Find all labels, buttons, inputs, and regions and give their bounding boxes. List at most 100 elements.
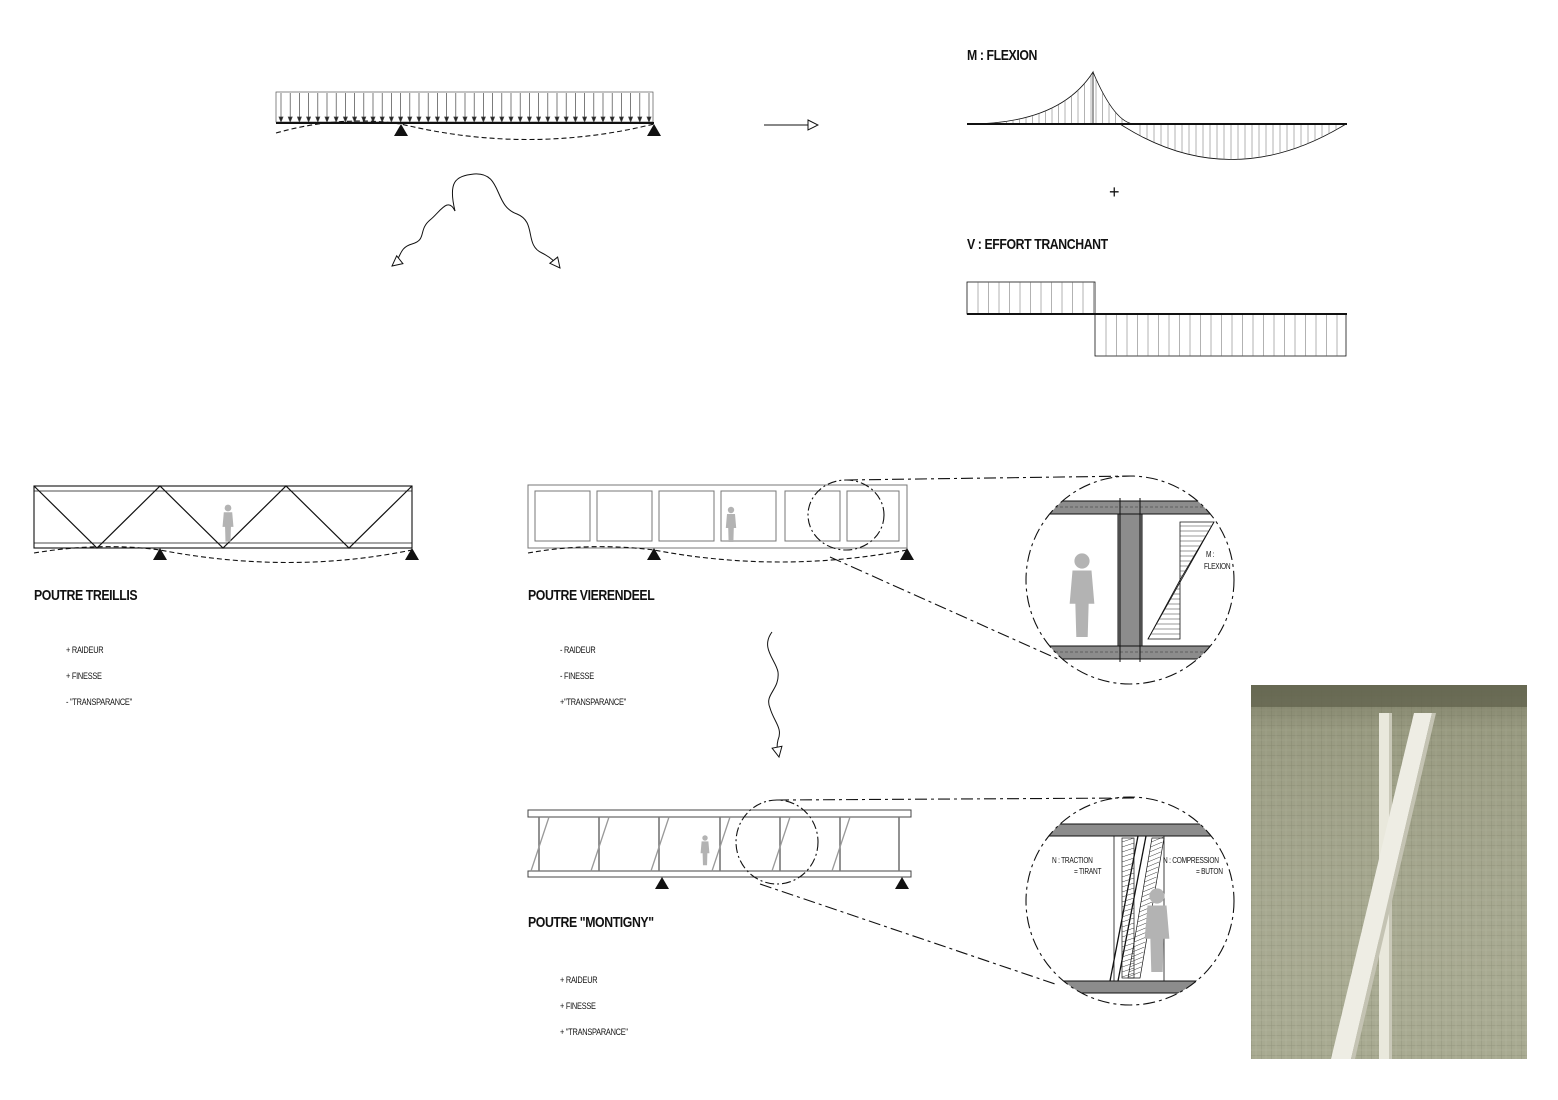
load-arrowhead (526, 116, 532, 123)
load-arrowhead (407, 116, 413, 123)
person-icon (725, 506, 737, 542)
vierendeel-detail-label: M : (1206, 550, 1215, 559)
compression-hatch (1129, 961, 1142, 968)
load-arrowhead (361, 116, 367, 123)
load-arrowhead (333, 116, 339, 123)
compression-hatch (1150, 841, 1163, 848)
compression-hatch (1134, 931, 1148, 938)
plus-sign: + (1109, 182, 1120, 202)
treillis-item: + RAIDEUR (66, 645, 104, 655)
montigny-beam (527, 799, 912, 889)
load-arrowhead (287, 116, 293, 123)
load-arrowhead (278, 116, 284, 123)
load-arrowhead (545, 116, 551, 123)
compression-hatch (1140, 901, 1153, 908)
person-icon (700, 835, 710, 866)
support-icon (394, 124, 408, 136)
vierendeel-title: POUTRE VIERENDEEL (528, 587, 655, 604)
tension-hatch (1121, 877, 1135, 883)
tension-hatch (1121, 837, 1135, 843)
montigny-title: POUTRE "MONTIGNY" (528, 914, 654, 931)
tension-label: = TIRANT (1074, 867, 1102, 876)
compression-label: = BUTON (1196, 867, 1223, 876)
tension-hatch (1121, 907, 1135, 913)
vierendeel-panel (720, 490, 777, 542)
tension-hatch (1121, 897, 1135, 903)
person-icon (1069, 553, 1095, 637)
load-arrowhead (508, 116, 514, 123)
load-arrowhead (572, 116, 578, 123)
moment-label: M : FLEXION (967, 47, 1037, 64)
montigny-beam-photo (1251, 685, 1527, 1059)
montigny-diagonal (590, 816, 610, 872)
wavy-arrow-icon (392, 204, 456, 266)
tension-hatch (1121, 927, 1135, 933)
load-arrowhead (370, 116, 376, 123)
truss-beam (33, 485, 419, 564)
load-arrowhead (490, 116, 496, 123)
load-arrowhead (379, 116, 385, 123)
compression-hatch (1130, 956, 1143, 963)
montigny-item: + FINESSE (560, 1001, 596, 1011)
vierendeel-detail-label: FLEXION (1204, 562, 1231, 571)
tension-hatch (1121, 912, 1135, 918)
compression-hatch (1146, 861, 1160, 868)
tension-hatch (1121, 857, 1135, 863)
load-arrowhead (342, 116, 348, 123)
tension-hatch (1121, 972, 1135, 978)
load-arrowhead (480, 116, 486, 123)
load-arrowhead (462, 116, 468, 123)
support-icon (153, 548, 167, 560)
load-arrowhead (554, 116, 560, 123)
load-arrowhead (398, 116, 404, 123)
compression-hatch (1149, 846, 1162, 853)
vierendeel-item: - RAIDEUR (560, 645, 596, 655)
tension-hatch (1121, 847, 1135, 853)
load-arrowhead (388, 116, 394, 123)
tension-label: N : TRACTION (1052, 856, 1093, 865)
load-arrowhead (582, 116, 588, 123)
tension-hatch (1121, 942, 1135, 948)
tension-hatch (1121, 922, 1135, 928)
load-arrowhead (324, 116, 330, 123)
treillis-title: POUTRE TREILLIS (34, 587, 138, 604)
load-arrowhead (628, 116, 634, 123)
compression-hatch (1145, 871, 1158, 878)
compression-hatch (1128, 971, 1141, 978)
montigny-diagonal (650, 816, 670, 872)
tension-hatch (1121, 967, 1135, 973)
vierendeel-beam (527, 479, 914, 563)
tension-hatch (1121, 852, 1135, 858)
compression-hatch (1143, 881, 1156, 888)
tension-hatch (1121, 867, 1135, 873)
load-arrowhead (517, 116, 523, 123)
vierendeel-panel (596, 490, 653, 542)
load-arrowhead (591, 116, 597, 123)
tension-hatch (1121, 932, 1135, 938)
treillis-item: + FINESSE (66, 671, 102, 681)
tension-hatch (1121, 957, 1135, 963)
compression-label: N : COMPRESSION (1163, 856, 1219, 865)
moment-detail-diagram (1147, 521, 1215, 640)
tension-hatch (1121, 902, 1135, 908)
tension-hatch (1121, 842, 1135, 848)
tension-hatch (1121, 962, 1135, 968)
load-arrowhead (315, 116, 321, 123)
loaded-beam (275, 91, 661, 140)
support-icon (655, 877, 669, 889)
load-arrowhead (536, 116, 542, 123)
load-arrowhead (499, 116, 505, 123)
tension-hatch (1121, 937, 1135, 943)
moment-diagram (967, 70, 1347, 160)
load-arrowhead (600, 116, 606, 123)
vierendeel-detail (1025, 475, 1235, 685)
load-arrowhead (453, 116, 459, 123)
vierendeel-panel (846, 490, 900, 542)
tension-hatch (1121, 872, 1135, 878)
compression-hatch (1151, 836, 1164, 843)
compression-hatch (1142, 886, 1155, 893)
shear-label: V : EFFORT TRANCHANT (967, 236, 1108, 253)
load-arrowhead (434, 116, 440, 123)
load-arrowhead (416, 116, 422, 123)
